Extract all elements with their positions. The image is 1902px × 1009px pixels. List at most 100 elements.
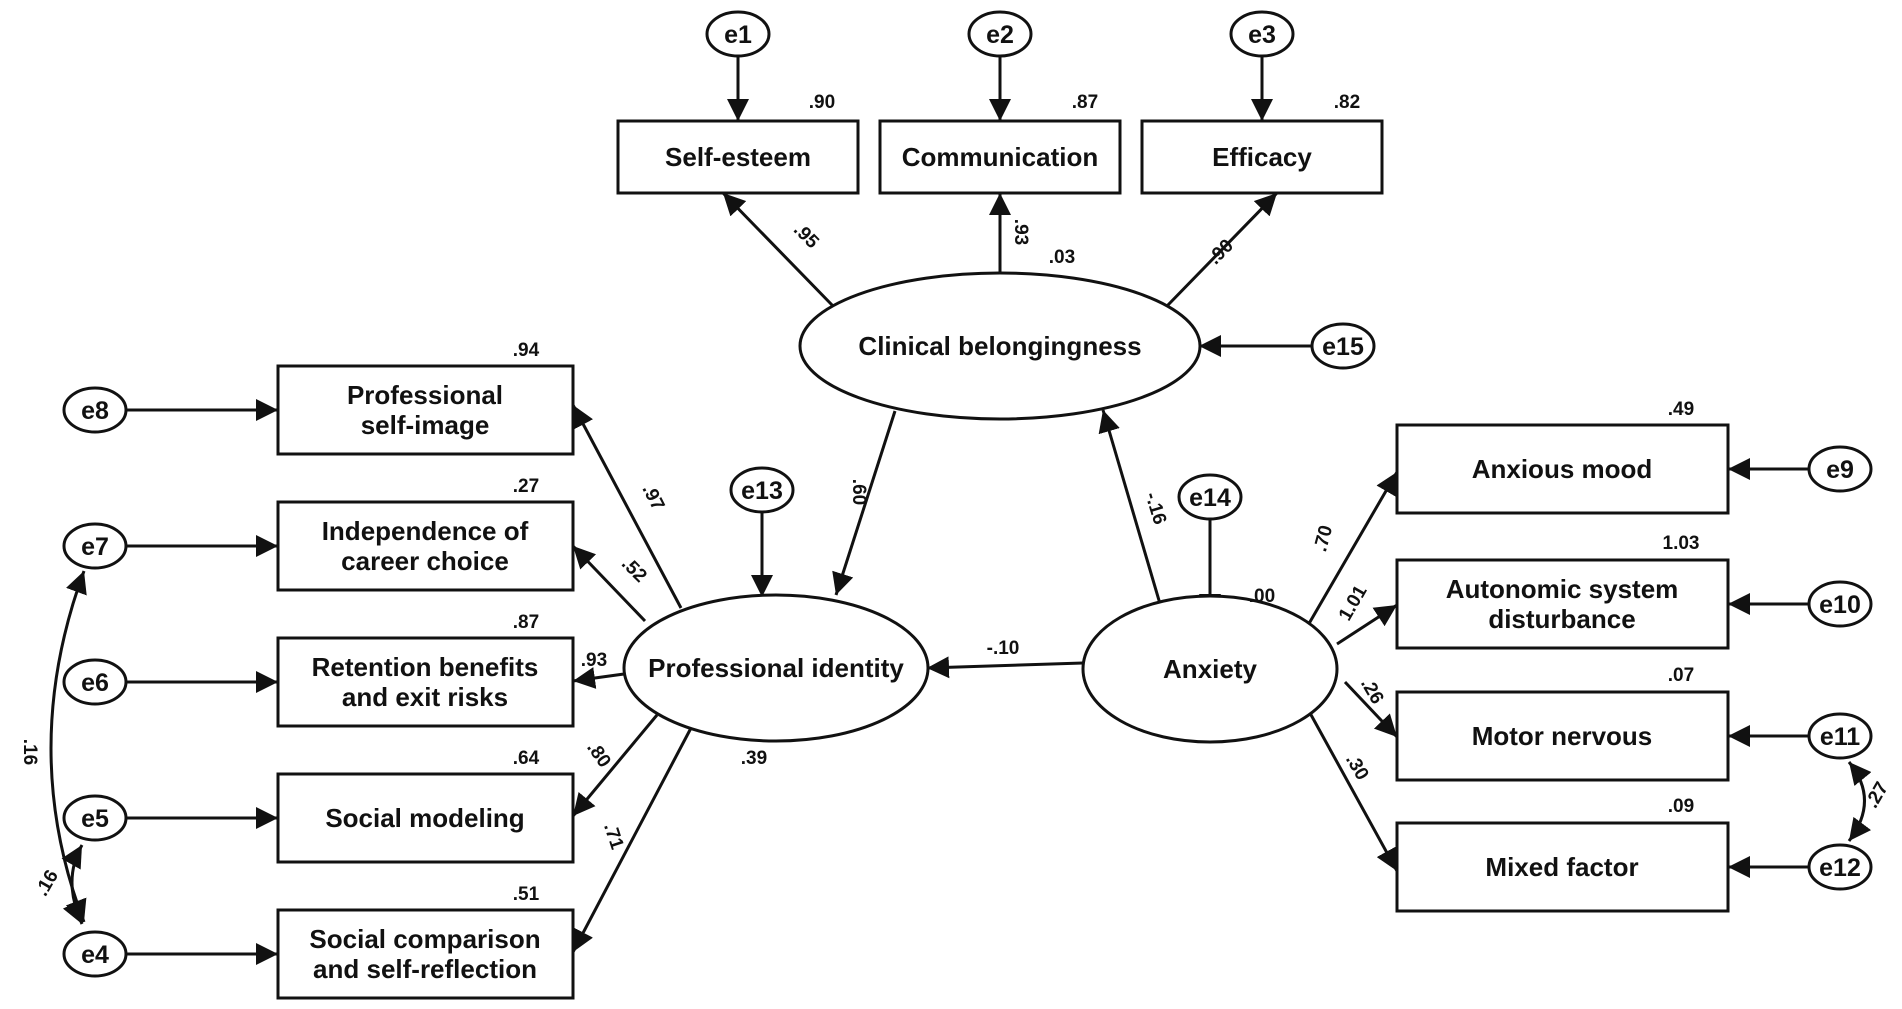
r2-communication: .87 xyxy=(1072,92,1098,113)
path-anxiety-autonomic xyxy=(1336,603,1398,646)
coef-identity-prof-self-image: .97 xyxy=(638,481,669,514)
coef-clinical-communication: .93 xyxy=(1010,219,1031,245)
path-clinical-efficacy xyxy=(1165,191,1279,308)
cov-e4-e7 xyxy=(49,570,87,923)
latent-anxiety: Anxiety xyxy=(1081,594,1339,744)
r2-autonomic: 1.03 xyxy=(1663,533,1700,554)
error-e7: e7 xyxy=(62,522,128,570)
indicator-label: Mixed factor xyxy=(1485,852,1638,882)
indicator-retention-benefits: Retention benefits and exit risks xyxy=(276,636,575,728)
path-identity-independence xyxy=(571,544,647,623)
error-e2: e2 xyxy=(967,10,1033,58)
path-identity-prof-self-image xyxy=(571,404,683,609)
indicator-anxious-mood: Anxious mood xyxy=(1395,423,1730,515)
indicator-label: Efficacy xyxy=(1212,142,1312,172)
latent-label: Anxiety xyxy=(1163,654,1257,684)
latent-label: Clinical belongingness xyxy=(858,331,1141,361)
paths xyxy=(49,57,1872,965)
r2-self-esteem: .90 xyxy=(809,92,835,113)
error-label: e10 xyxy=(1819,591,1861,619)
r2-anxiety: .00 xyxy=(1249,586,1275,607)
latent-professional-identity: Professional identity xyxy=(622,593,930,743)
r2-social-comparison: .51 xyxy=(513,884,540,905)
coef-anxiety-motor: .26 xyxy=(1356,675,1387,708)
error-label: e1 xyxy=(724,21,752,49)
coef-clinical-identity: .60 xyxy=(848,479,869,505)
indicator-label-line2: career choice xyxy=(341,546,509,576)
indicator-label-line1: Autonomic system xyxy=(1446,574,1679,604)
error-label: e11 xyxy=(1820,723,1860,751)
r2-retention: .87 xyxy=(513,612,539,633)
error-e1: e1 xyxy=(705,10,771,58)
error-label: e6 xyxy=(81,669,109,697)
indicator-label: Motor nervous xyxy=(1472,721,1653,751)
error-e12: e12 xyxy=(1807,843,1873,891)
indicator-label: Communication xyxy=(902,142,1098,172)
indicator-self-esteem: Self-esteem xyxy=(616,119,860,195)
error-label: e5 xyxy=(81,805,109,833)
indicator-independence-career-choice: Independence of career choice xyxy=(276,500,575,592)
cov-e11-e12 xyxy=(1847,761,1872,842)
error-e11: e11 xyxy=(1807,712,1873,760)
error-terms: e1 e2 e3 e4 e5 e6 e7 e8 e9 e10 e11 e12 e… xyxy=(62,10,1873,978)
coef-identity-independence: .52 xyxy=(617,553,651,587)
indicator-label: Self-esteem xyxy=(665,142,811,172)
indicator-label-line1: Retention benefits xyxy=(312,652,539,682)
r2-anxious-mood: .49 xyxy=(1668,399,1694,420)
error-e8: e8 xyxy=(62,386,128,434)
indicator-label: Anxious mood xyxy=(1472,454,1653,484)
coef-anxiety-clinical: -.16 xyxy=(1140,490,1170,527)
indicator-motor-nervous: Motor nervous xyxy=(1395,690,1730,782)
r2-clinical-belongingness: .03 xyxy=(1049,247,1075,268)
error-label: e8 xyxy=(81,397,109,425)
path-anxiety-identity xyxy=(926,656,1084,679)
path-anxiety-anxious-mood xyxy=(1305,471,1399,628)
coef-identity-retention: .93 xyxy=(581,650,607,671)
indicator-label: Social modeling xyxy=(325,803,524,833)
indicator-label-line2: and exit risks xyxy=(342,682,508,712)
coef-clinical-self-esteem: .95 xyxy=(789,219,823,253)
r2-mixed: .09 xyxy=(1668,796,1694,817)
latent-clinical-belongingness: Clinical belongingness xyxy=(798,271,1202,421)
r2-professional-self-image: .94 xyxy=(513,340,540,361)
path-anxiety-mixed xyxy=(1308,712,1399,872)
error-label: e3 xyxy=(1248,21,1276,49)
path-identity-social-comparison xyxy=(571,727,693,953)
error-e9: e9 xyxy=(1807,445,1873,493)
r2-efficacy: .82 xyxy=(1334,92,1360,113)
r2-independence: .27 xyxy=(513,476,539,497)
path-anxiety-motor xyxy=(1343,680,1399,739)
error-label: e9 xyxy=(1826,456,1854,484)
r-squared-values: .90 .87 .82 .03 .39 .00 .94 .27 .87 .64 … xyxy=(513,92,1700,905)
path-clinical-self-esteem xyxy=(721,191,835,308)
error-e3: e3 xyxy=(1229,10,1295,58)
error-e14: e14 xyxy=(1177,473,1243,521)
cov-e4-e5 xyxy=(61,844,84,925)
error-e15: e15 xyxy=(1310,322,1376,370)
indicator-label-line2: self-image xyxy=(361,410,490,440)
indicator-label-line1: Independence of xyxy=(322,516,529,546)
coef-anxiety-identity: -.10 xyxy=(987,638,1020,659)
coef-cov-e4-e5: .16 xyxy=(32,867,63,900)
indicator-label-line2: and self-reflection xyxy=(313,954,537,984)
indicator-label-line1: Professional xyxy=(347,380,503,410)
path-identity-social-modeling xyxy=(571,714,659,817)
error-e6: e6 xyxy=(62,658,128,706)
indicator-communication: Communication xyxy=(878,119,1122,195)
error-label: e7 xyxy=(81,533,109,561)
error-e4: e4 xyxy=(62,930,128,978)
coef-cov-e4-e7: .16 xyxy=(19,739,40,765)
indicator-social-modeling: Social modeling xyxy=(276,772,575,864)
coef-cov-e11-e12: .27 xyxy=(1862,779,1893,812)
coef-identity-social-comparison: .71 xyxy=(599,820,627,852)
indicator-mixed-factor: Mixed factor xyxy=(1395,821,1730,913)
indicator-social-comparison: Social comparison and self-reflection xyxy=(276,908,575,1000)
coef-identity-social-modeling: .80 xyxy=(582,738,614,772)
error-e13: e13 xyxy=(729,466,795,514)
coef-anxiety-autonomic: 1.01 xyxy=(1335,582,1372,625)
indicator-efficacy: Efficacy xyxy=(1140,119,1384,195)
latent-label: Professional identity xyxy=(648,653,904,683)
error-e10: e10 xyxy=(1807,580,1873,628)
path-identity-retention xyxy=(572,667,625,689)
